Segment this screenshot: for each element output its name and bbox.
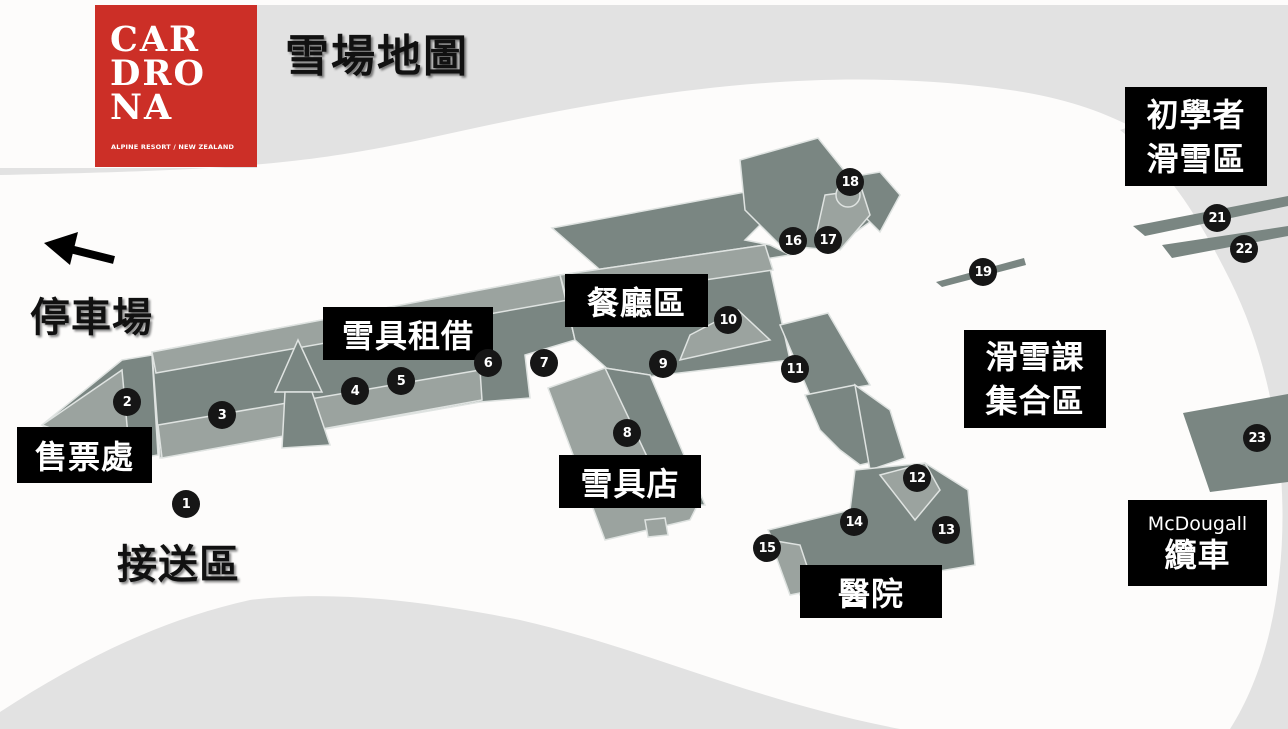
mcdougall-zh-label: 纜車: [1164, 536, 1231, 574]
shop-label: 雪具店: [580, 464, 680, 503]
ticket-office-label: 售票處: [34, 438, 134, 476]
map-marker-22[interactable]: 22: [1230, 235, 1258, 263]
map-marker-9[interactable]: 9: [649, 350, 677, 378]
map-marker-14[interactable]: 14: [840, 508, 868, 536]
medical-tag: 醫院: [800, 565, 942, 618]
logo-tagline: ALPINE RESORT / NEW ZEALAND: [111, 143, 235, 151]
beginner-area-line-2: 滑雪區: [1146, 139, 1246, 178]
map-marker-2[interactable]: 2: [113, 388, 141, 416]
logo-line-2: DRO: [110, 53, 206, 94]
map-marker-10[interactable]: 10: [714, 306, 742, 334]
page-title: 雪場地圖: [285, 31, 469, 82]
map-marker-23[interactable]: 23: [1243, 424, 1271, 452]
beginner-area-tag: 初學者 滑雪區: [1125, 87, 1267, 186]
lift-22: [1162, 226, 1288, 258]
right-slope-band: [1120, 120, 1288, 729]
mcdougall-lift-tag: McDougall 纜車: [1128, 500, 1267, 586]
ticket-office-tag: 售票處: [17, 427, 152, 483]
logo-line-3: NA: [110, 87, 174, 128]
lesson-meeting-tag: 滑雪課 集合區: [964, 330, 1106, 428]
map-marker-15[interactable]: 15: [753, 534, 781, 562]
map-marker-17[interactable]: 17: [814, 226, 842, 254]
parking-label: 停車場: [30, 294, 153, 341]
map-marker-21[interactable]: 21: [1203, 204, 1231, 232]
map-marker-3[interactable]: 3: [208, 401, 236, 429]
lift-23-building: [1183, 394, 1288, 492]
map-marker-8[interactable]: 8: [613, 419, 641, 447]
logo-line-1: CAR: [110, 19, 201, 60]
lesson-meeting-line-1: 滑雪課: [985, 338, 1085, 376]
arrow-up-left-icon: [44, 232, 115, 265]
rental-label: 雪具租借: [341, 316, 474, 355]
dining-label: 餐廳區: [586, 283, 686, 322]
top-slope-band: [0, 5, 1288, 300]
lesson-meeting-line-2: 集合區: [985, 382, 1085, 420]
dropoff-label: 接送區: [117, 541, 240, 588]
shop-tag: 雪具店: [559, 455, 701, 508]
cardrona-logo: CAR DRO NA ALPINE RESORT / NEW ZEALAND: [95, 5, 257, 167]
shop-building: [547, 367, 707, 541]
mcdougall-en-label: McDougall: [1147, 513, 1248, 535]
dining-tag: 餐廳區: [565, 274, 708, 327]
map-marker-19[interactable]: 19: [969, 258, 997, 286]
map-marker-4[interactable]: 4: [341, 377, 369, 405]
bottom-slope-band: [0, 596, 900, 729]
map-marker-16[interactable]: 16: [779, 227, 807, 255]
map-marker-5[interactable]: 5: [387, 367, 415, 395]
map-marker-13[interactable]: 13: [932, 516, 960, 544]
map-marker-7[interactable]: 7: [530, 349, 558, 377]
map-marker-11[interactable]: 11: [781, 355, 809, 383]
map-marker-12[interactable]: 12: [903, 464, 931, 492]
medical-label: 醫院: [837, 574, 904, 613]
logo-wordmark: CAR DRO NA: [110, 19, 206, 128]
map-marker-18[interactable]: 18: [836, 168, 864, 196]
east-building: [766, 312, 976, 596]
rental-tag: 雪具租借: [323, 307, 493, 360]
map-marker-1[interactable]: 1: [172, 490, 200, 518]
beginner-area-line-1: 初學者: [1146, 95, 1246, 134]
map-marker-6[interactable]: 6: [474, 349, 502, 377]
